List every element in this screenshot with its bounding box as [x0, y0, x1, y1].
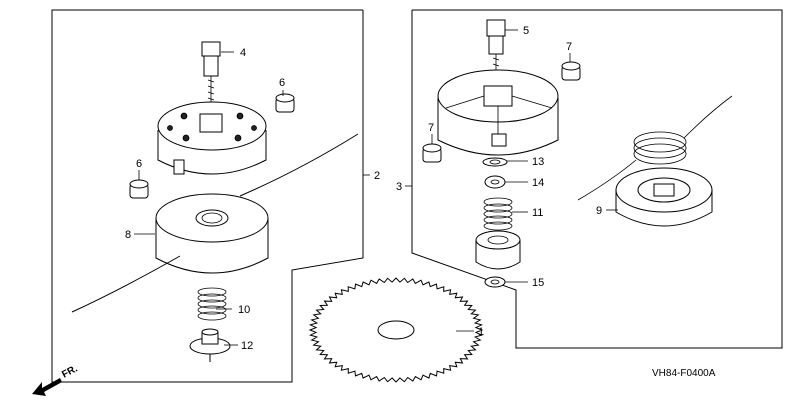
part-11-spring [483, 197, 513, 231]
callout-5: 5 [523, 25, 529, 37]
part-6-grommet-a [275, 93, 295, 113]
part-15-washer [484, 276, 506, 288]
right-blade-holder [437, 69, 559, 156]
assembly-boundary-right [411, 9, 783, 349]
diagram-code: VH84-F0400A [652, 368, 716, 379]
callout-4: 4 [240, 47, 246, 59]
part-1-saw-blade [308, 277, 484, 383]
callout-3: 3 [396, 181, 402, 193]
callout-7a: 7 [566, 41, 572, 53]
recoil-spring [577, 95, 733, 201]
part-6-grommet-b [129, 179, 149, 199]
part-7-grommet-a [561, 61, 581, 81]
callout-9: 9 [596, 205, 602, 217]
callout-11: 11 [532, 207, 543, 219]
callout-7b: 7 [428, 122, 434, 134]
callout-1: 1 [478, 326, 484, 338]
callout-10: 10 [238, 304, 250, 316]
part-8-line-spool [71, 133, 359, 313]
leader-lines [134, 29, 618, 346]
callout-14: 14 [532, 177, 544, 189]
part-10-spring [197, 287, 227, 321]
left-head-housing [157, 101, 267, 175]
callout-6a: 6 [279, 77, 285, 89]
part-4-bolt [201, 41, 221, 104]
direction-arrow-icon [32, 378, 62, 396]
part-14-nut [484, 175, 506, 189]
part-9-pulley [615, 167, 713, 227]
part-12-bump-knob [189, 328, 231, 362]
callout-15: 15 [532, 277, 544, 289]
part-13-washer [482, 157, 508, 167]
callout-6b: 6 [136, 158, 142, 170]
callout-12: 12 [241, 340, 253, 352]
callout-2: 2 [374, 170, 380, 182]
part-5-bolt [486, 19, 506, 80]
part-7-grommet-b [422, 143, 442, 163]
callout-13: 13 [532, 156, 544, 168]
callout-8: 8 [125, 229, 131, 241]
assembly-boundary-left [51, 9, 364, 383]
direction-label: FR. [60, 363, 80, 380]
spring-collar [475, 230, 521, 270]
